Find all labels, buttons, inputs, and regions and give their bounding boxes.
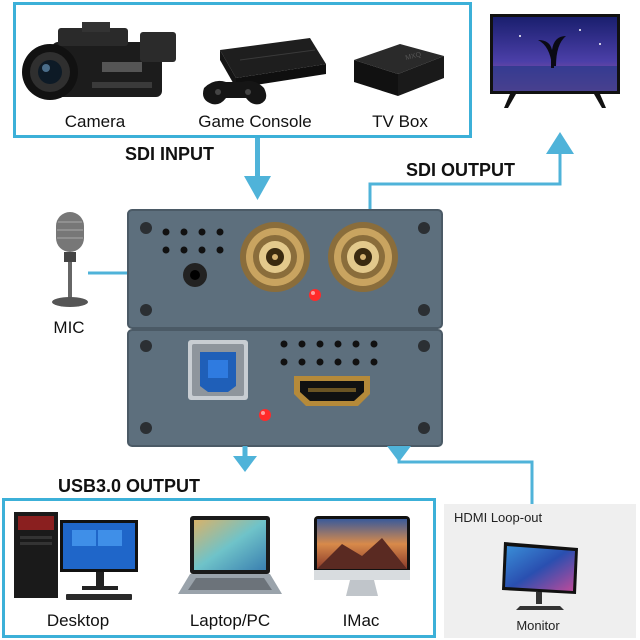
laptop-icon [178,516,282,594]
hdmi-loop-arrow-icon [387,446,534,504]
usb-output-box [2,498,436,638]
target-desktop-label: Desktop [46,611,110,630]
usb-output-heading: USB3.0 OUTPUT [58,476,201,496]
television-icon [490,14,620,108]
sdi-output-heading: SDI OUTPUT [406,160,516,180]
camcorder-icon [22,22,176,100]
tv-box-icon: MXQ [354,44,444,96]
device-bottom-panel [127,329,443,447]
game-console-icon [203,38,326,105]
sdi-output-arrow-icon [368,132,574,216]
bnc-connector-icon [240,222,310,292]
led-indicator-icon [309,289,321,301]
mic-label: MIC [53,318,85,337]
microphone-icon [52,212,88,307]
sdi-input-arrow-icon [244,138,271,200]
led-indicator-icon [259,409,271,421]
hdmi-loop-monitor-label: Monitor [516,618,560,633]
source-tv-box-label: TV Box [372,112,428,131]
imac-icon [314,516,410,596]
monitor-icon [502,542,578,610]
svg-text:MXQ: MXQ [405,51,423,62]
usb-output-arrow-icon [233,446,257,472]
usb-b-port-icon [188,340,248,400]
target-imac-label: IMac [342,611,380,630]
sdi-input-heading: SDI INPUT [125,144,215,164]
hdmi-loop-heading: HDMI Loop-out [454,510,543,525]
target-laptop-label: Laptop/PC [189,611,271,630]
source-camera-label: Camera [64,112,126,131]
sdi-input-box [13,2,472,138]
hdmi-port-icon [294,376,370,406]
desktop-computer-icon [14,512,138,600]
bnc-connector-icon [328,222,398,292]
audio-jack-icon [183,263,207,287]
source-game-console-label: Game Console [198,112,312,131]
